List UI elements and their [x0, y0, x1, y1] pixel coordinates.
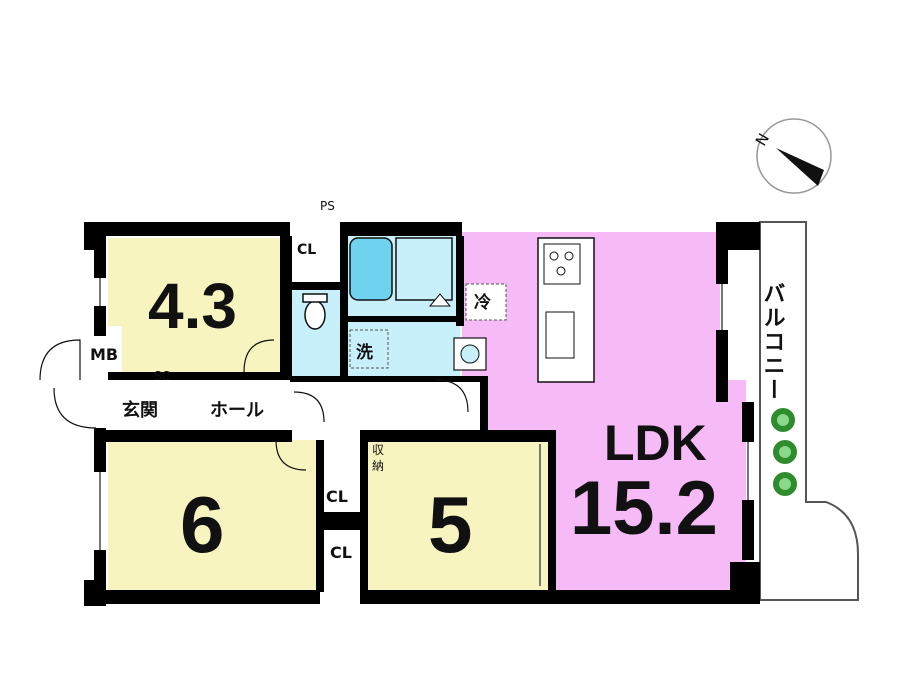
ldk-size-label: 15.2 — [570, 466, 718, 551]
room-fills — [86, 232, 746, 590]
fridge-space — [465, 283, 507, 321]
labels: PS CL MB SC 玄関 ホール 洗 冷 収 納 CL CL バルコニー 4… — [90, 199, 785, 569]
compass: N — [752, 118, 832, 194]
fixtures — [302, 237, 595, 383]
room-size-4-3: 4.3 — [148, 270, 237, 342]
cl-label-top-c: CL — [297, 242, 316, 258]
closet-cl-mid — [322, 480, 360, 512]
corridor-hall — [96, 380, 480, 432]
plant-icon — [771, 408, 795, 432]
mb-label: MB — [90, 345, 118, 364]
sink-icon — [545, 311, 575, 359]
walls — [84, 222, 760, 606]
genkan-label: 玄関 — [122, 399, 158, 421]
room-western-5 — [368, 440, 548, 590]
room-western-4-3 — [108, 238, 288, 378]
cl-label-mid: CL — [326, 487, 348, 506]
washing-machine-space — [349, 329, 389, 369]
plant-icon — [773, 440, 797, 464]
washbasin-icon — [460, 344, 480, 364]
closet-cl-bottom — [322, 530, 360, 590]
hall-label: ホール — [210, 400, 264, 421]
ps-label: PS — [320, 199, 335, 213]
wash-room — [348, 322, 460, 378]
balcony-label: バルコニー — [760, 282, 785, 402]
room-size-6: 6 — [180, 480, 225, 569]
room-western-6 — [108, 440, 316, 590]
shower-area — [395, 237, 453, 301]
toilet-bowl-icon — [304, 300, 326, 330]
windows — [99, 278, 749, 586]
cl-label-bottom: CL — [330, 543, 352, 562]
compass-needle — [776, 148, 824, 186]
bathtub-icon — [349, 237, 393, 301]
stove-icon — [543, 243, 581, 285]
balcony-outline — [759, 221, 859, 601]
washroom-label: 洗 — [356, 342, 373, 363]
storage-label-2: 納 — [372, 459, 384, 473]
doors — [39, 339, 469, 471]
balcony — [759, 221, 859, 601]
ldk-name-label: LDK — [604, 415, 707, 471]
shower-marker — [428, 293, 452, 307]
sc-label: SC — [154, 369, 170, 383]
room-size-5: 5 — [428, 480, 473, 569]
storage-label-1: 収 — [372, 443, 384, 457]
toilet-tank-icon — [302, 293, 328, 303]
compass-icon — [756, 118, 832, 194]
fridge-label: 冷 — [474, 292, 491, 313]
plant-icon — [773, 472, 797, 496]
room-ldk — [462, 232, 746, 590]
closet-cl-top — [292, 236, 320, 286]
